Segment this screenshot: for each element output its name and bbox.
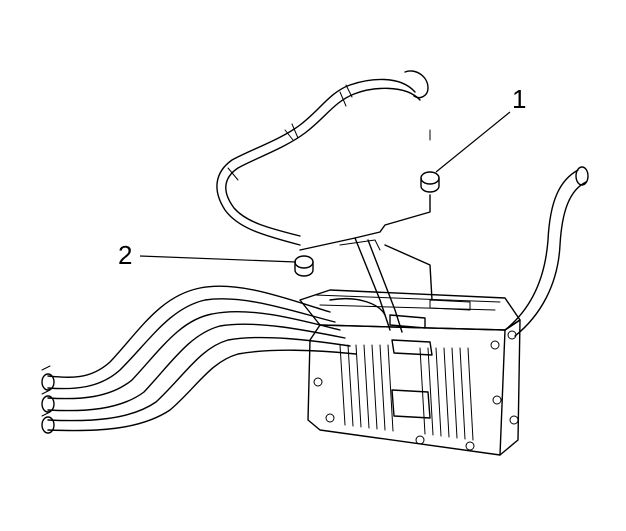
coolant-hose-right [504, 166, 589, 337]
nut-2 [294, 255, 314, 277]
nut-1 [420, 129, 440, 193]
heat-sink-fins [339, 339, 474, 441]
callout-2: 2 [118, 240, 297, 270]
mounting-bracket [299, 194, 433, 333]
callout-2-label: 2 [118, 240, 132, 270]
upper-harness [216, 70, 429, 246]
callout-1: 1 [435, 84, 526, 173]
coolant-hoses-left [41, 285, 357, 434]
control-module [299, 289, 521, 456]
callout-1-label: 1 [512, 84, 526, 114]
module-bolts [313, 330, 519, 451]
